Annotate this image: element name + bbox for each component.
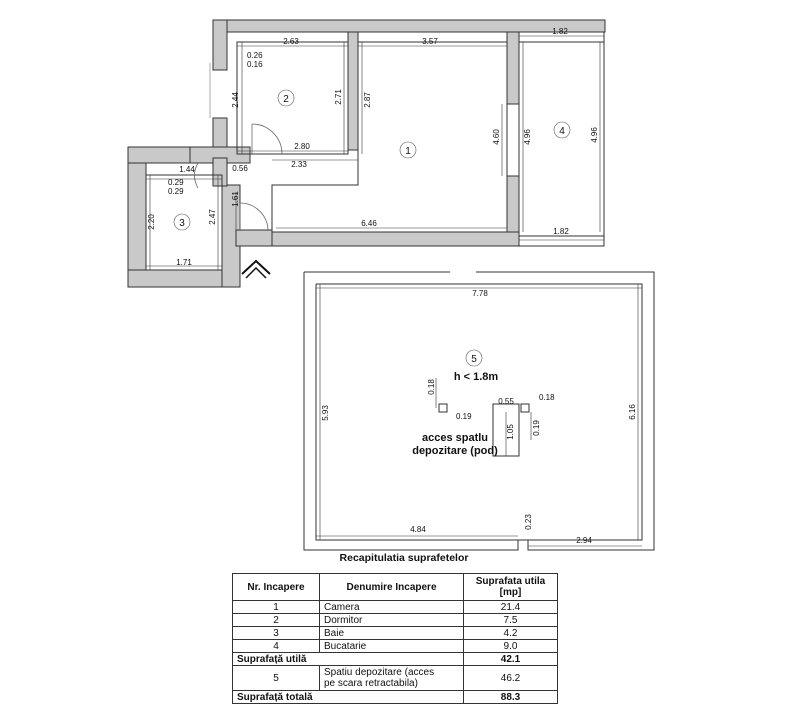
subtotal-area: 42.1 — [463, 652, 558, 666]
dim-label: 1.44 — [179, 165, 195, 174]
dim-label: 0.19 — [532, 420, 541, 436]
dim-label: 2.87 — [363, 92, 372, 108]
dim-label: 0.18 — [427, 379, 436, 395]
subtotal-row: Suprafață utilă 42.1 — [232, 652, 558, 666]
dim-label: 5.93 — [321, 405, 330, 421]
row-num: 5 — [232, 665, 320, 691]
dim-label: 2.80 — [294, 142, 310, 151]
total-label: Suprafață totală — [232, 690, 464, 704]
dim-label: 0.56 — [232, 164, 248, 173]
total-area: 88.3 — [463, 690, 558, 704]
dim-label: 0.18 — [539, 393, 555, 402]
header-area: Suprafata utila[mp] — [463, 573, 558, 601]
row-num: 2 — [232, 613, 320, 627]
row-name: Dormitor — [319, 613, 464, 627]
dim-label: 0.23 — [524, 514, 533, 530]
room-5-number: 5 — [471, 354, 477, 365]
room-4-number: 4 — [559, 126, 565, 137]
room-2-outline — [145, 31, 655, 551]
table-row: 2 Dormitor 7.5 — [232, 613, 558, 627]
walls — [127, 19, 606, 288]
dim-label: 2.71 — [334, 89, 343, 105]
row-area: 4.2 — [463, 626, 558, 640]
dim-label: 1.82 — [552, 27, 568, 36]
row-area: 9.0 — [463, 639, 558, 653]
dim-label: 0.29 — [168, 187, 184, 196]
row-num: 4 — [232, 639, 320, 653]
row-area: 21.4 — [463, 600, 558, 614]
table-row: 3 Baie 4.2 — [232, 626, 558, 640]
dim-label: 0.29 — [168, 178, 184, 187]
row-area: 46.2 — [463, 665, 558, 691]
dim-label: 2.47 — [208, 209, 217, 225]
dimension-lines — [146, 35, 642, 547]
total-row: Suprafață totală 88.3 — [232, 690, 558, 704]
room-2-number: 2 — [283, 94, 289, 105]
dim-label: 1.61 — [231, 191, 240, 207]
dim-label: 7.78 — [472, 289, 488, 298]
row-area: 7.5 — [463, 613, 558, 627]
dim-label: 1.05 — [506, 424, 515, 440]
dim-label: 2.94 — [576, 536, 592, 545]
dim-label: 2.63 — [283, 37, 299, 46]
dim-label: 6.46 — [361, 219, 377, 228]
dim-label: 1.82 — [553, 227, 569, 236]
dim-label: 4.96 — [590, 127, 599, 143]
room-3-number: 3 — [179, 218, 185, 229]
dimension-labels: 2.63 3.57 1.82 0.26 0.16 2.44 2.71 2.87 … — [147, 27, 637, 545]
table-row: 4 Bucatarie 9.0 — [232, 639, 558, 653]
room-1-number: 1 — [405, 146, 411, 157]
row-name: Camera — [319, 600, 464, 614]
dim-label: 2.20 — [147, 214, 156, 230]
dim-label: 2.44 — [231, 92, 240, 108]
recap-table: Nr. Incapere Denumire Incapere Suprafata… — [232, 573, 558, 704]
dim-label: 2.33 — [291, 160, 307, 169]
row-num: 3 — [232, 626, 320, 640]
room-5-height-note: h < 1.8m — [454, 371, 499, 383]
row-name: Bucatarie — [319, 639, 464, 653]
table-title: Recapitulatia suprafetelor — [339, 552, 469, 564]
subtotal-label: Suprafață utilă — [232, 652, 464, 666]
dim-label: 1.71 — [176, 258, 192, 267]
entry-arrow-icon — [241, 259, 271, 275]
table-row: 1 Camera 21.4 — [232, 600, 558, 614]
header-name: Denumire Incapere — [319, 573, 464, 601]
row-num: 1 — [232, 600, 320, 614]
access-label-line2: depozitare (pod) — [412, 445, 498, 457]
dim-label: 4.60 — [492, 129, 501, 145]
row-name: Baie — [319, 626, 464, 640]
access-label-line1: acces spatlu — [422, 432, 488, 444]
header-num: Nr. Incapere — [232, 573, 320, 601]
door-swings — [194, 63, 283, 232]
dim-label: 0.16 — [247, 60, 263, 69]
table-header-row: Nr. Incapere Denumire Incapere Suprafata… — [232, 573, 558, 601]
dim-label: 0.55 — [498, 397, 514, 406]
dim-label: 0.19 — [456, 412, 472, 421]
dim-label: 0.26 — [247, 51, 263, 60]
dim-label: 4.96 — [523, 129, 532, 145]
dim-label: 4.84 — [410, 525, 426, 534]
dim-label: 6.16 — [628, 404, 637, 420]
dim-label: 3.57 — [422, 37, 438, 46]
room-number-labels: 2 1 3 4 5 — [173, 89, 571, 367]
